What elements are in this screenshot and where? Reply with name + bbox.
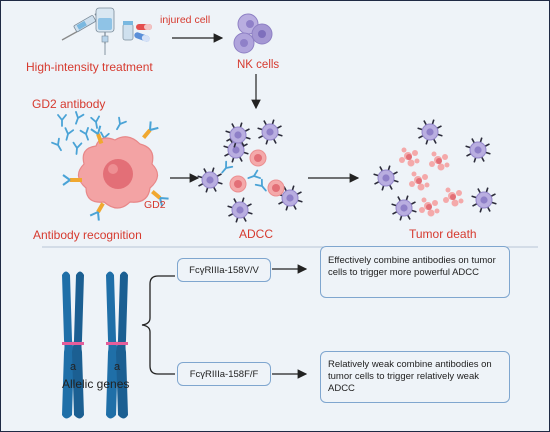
bound-antibody-icon <box>62 121 169 221</box>
gd2-label: GD2 <box>144 199 166 211</box>
nk-cell-icon <box>227 197 253 223</box>
allele-a-label-right: a <box>114 361 121 373</box>
nk-cell-icon <box>391 195 417 221</box>
nk-cell-icon <box>257 119 283 145</box>
allele-a-label-left: a <box>70 361 77 373</box>
adcc-label: ADCC <box>239 227 274 241</box>
tumor-cell-icon <box>229 175 247 193</box>
treatment-label: High-intensity treatment <box>26 60 153 74</box>
syringe-icon <box>61 10 102 41</box>
genotype-ff-box: FcγRIIIa-158F/F <box>177 362 271 386</box>
outcome-ff-text: Relatively weak combine antibodies on tu… <box>328 359 492 394</box>
antibody-recognition-label: Antibody recognition <box>33 228 142 242</box>
antibody-icon <box>75 111 85 125</box>
pill-capsule-icon <box>134 24 152 42</box>
antibody-icon <box>247 169 261 179</box>
tumor-cell-icon <box>77 136 159 209</box>
nk-cell-icon <box>417 119 443 145</box>
chromosome-icon <box>62 271 84 419</box>
nk-cell-icon <box>471 187 497 213</box>
adcc-cell-cluster <box>197 119 303 223</box>
tumor-fragment-icon <box>419 197 440 217</box>
nk-cell-icon <box>373 165 399 191</box>
gd2-antibody-label: GD2 antibody <box>32 97 106 111</box>
injured-cell-label: injured cell <box>160 14 211 26</box>
genotype-vv-text: FcγRIIIa-158V/V <box>189 264 259 276</box>
tumor-cell-icon <box>267 179 285 197</box>
outcome-ff-box: Relatively weak combine antibodies on tu… <box>320 351 510 403</box>
nk-cell-icon <box>277 185 303 211</box>
bracket-icon <box>141 275 175 375</box>
outcome-vv-box: Effectively combine antibodies on tumor … <box>320 246 510 298</box>
antibody-icon <box>51 137 62 152</box>
antibody-icon <box>79 127 89 141</box>
antibody-icon <box>64 127 75 141</box>
tumor-cell-icon <box>249 149 267 167</box>
antibody-icon <box>254 178 267 192</box>
tumor-fragment-icon <box>443 187 464 207</box>
vial-icon <box>122 21 134 41</box>
iv-bag-icon <box>95 7 115 55</box>
antibody-icon <box>57 114 67 127</box>
tumor-fragment-icon <box>429 151 450 171</box>
nk-cell-icon <box>197 167 223 193</box>
antibody-icon <box>90 115 100 129</box>
antibody-icon <box>221 160 234 174</box>
nk-cell-icon <box>233 13 273 54</box>
chromosome-icon <box>106 271 128 419</box>
genotype-ff-text: FcγRIIIa-158F/F <box>189 368 259 380</box>
allelic-genes-label: Allelic genes <box>62 377 130 391</box>
tumor-fragment-icon <box>399 147 420 167</box>
nk-cells-label: NK cells <box>237 59 280 71</box>
outcome-vv-text: Effectively combine antibodies on tumor … <box>328 255 496 278</box>
nk-cell-icon <box>465 137 491 163</box>
tumor-death-label: Tumor death <box>409 227 477 241</box>
antibody-icon <box>116 116 127 131</box>
antibody-group <box>51 111 127 155</box>
antibody-icon <box>72 141 83 155</box>
nk-cell-icon <box>225 122 251 148</box>
genotype-vv-box: FcγRIIIa-158V/V <box>177 258 271 282</box>
tumor-death-cell-cluster <box>373 119 497 221</box>
tumor-fragment-icon <box>409 171 430 191</box>
